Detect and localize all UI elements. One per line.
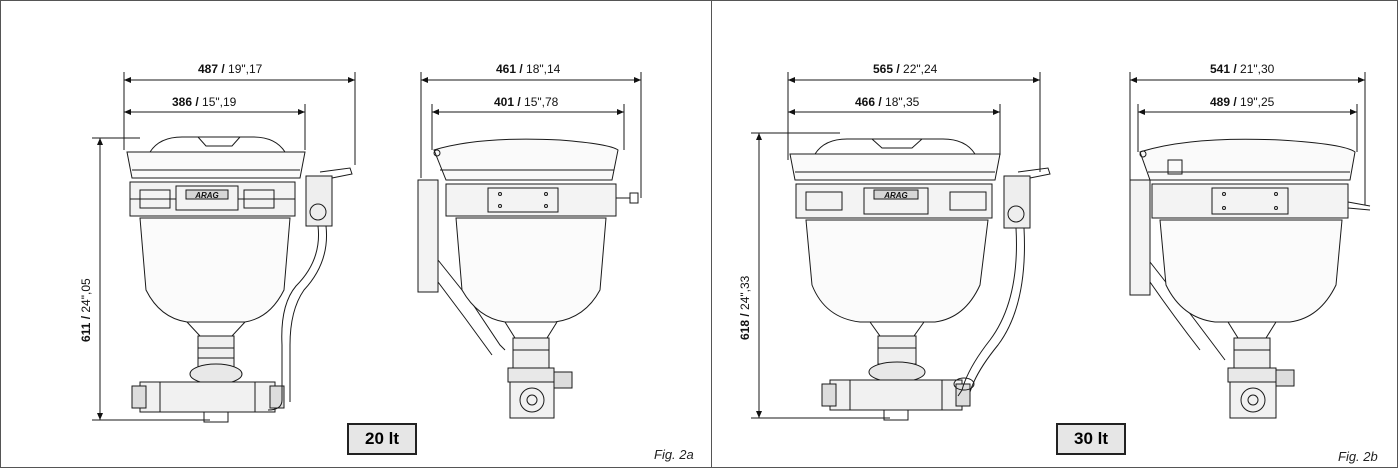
tank-30-side-view bbox=[1129, 72, 1371, 419]
tank-20-front-view bbox=[92, 72, 356, 423]
brand-plate-text-a: ARAG bbox=[194, 191, 219, 200]
dim-overall-width-30-front: 565 / 22",24 bbox=[873, 62, 938, 76]
dim-overall-width-30-side: 541 / 21",30 bbox=[1210, 62, 1275, 76]
dim-inner-width-30-front: 466 / 18",35 bbox=[855, 95, 920, 109]
brand-plate-text-b: ARAG bbox=[883, 191, 908, 200]
dim-inner-width-30-side: 489 / 19",25 bbox=[1210, 95, 1275, 109]
dim-height-20-front: 611 / 24",05 bbox=[79, 278, 93, 342]
figure-caption-2a: Fig. 2a bbox=[654, 447, 694, 462]
dim-overall-width-20-front: 487 / 19",17 bbox=[198, 62, 263, 76]
figure-caption-2b: Fig. 2b bbox=[1338, 449, 1378, 464]
dim-height-30-front: 618 / 24",33 bbox=[738, 275, 752, 340]
capacity-label-30: 30 lt bbox=[1056, 423, 1126, 455]
capacity-label-20: 20 lt bbox=[347, 423, 417, 455]
tank-30-front-view bbox=[751, 72, 1051, 421]
dim-inner-width-20-side: 401 / 15",78 bbox=[494, 95, 559, 109]
dim-inner-width-20-front: 386 / 15",19 bbox=[172, 95, 237, 109]
dim-overall-width-20-side: 461 / 18",14 bbox=[496, 62, 561, 76]
tank-20-side-view bbox=[417, 72, 642, 419]
